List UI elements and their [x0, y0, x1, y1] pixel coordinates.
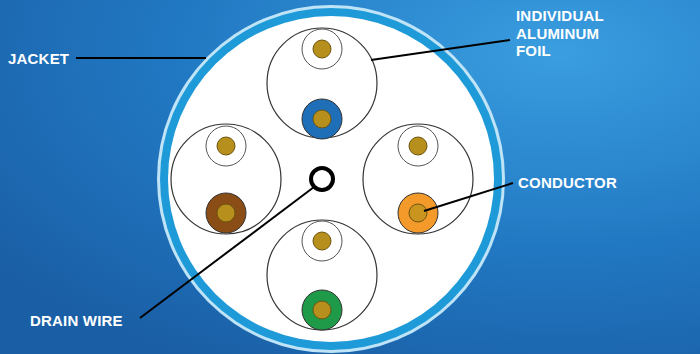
part-label: DRAIN WIRE — [30, 312, 123, 330]
conductor — [217, 137, 235, 155]
jacket — [160, 8, 502, 350]
leader-lines — [76, 40, 513, 318]
white-insulation — [206, 126, 246, 166]
blue-insulation — [302, 99, 342, 139]
leader-line — [371, 40, 510, 60]
pair-brown — [171, 124, 281, 234]
conductor — [313, 110, 331, 128]
pair-orange — [363, 124, 473, 234]
white-insulation — [398, 126, 438, 166]
drain-wire — [311, 168, 333, 190]
leader-line — [424, 183, 513, 211]
aluminum-foil — [171, 124, 281, 234]
pair-green — [267, 220, 377, 330]
jacket-outer-edge — [157, 5, 505, 353]
green-insulation — [302, 290, 342, 330]
conductor — [313, 40, 331, 58]
white-insulation — [302, 29, 342, 69]
conductor — [409, 204, 427, 222]
cable — [157, 5, 505, 353]
part-label: JACKET — [8, 50, 69, 68]
conductor — [217, 204, 235, 222]
cable-core — [168, 16, 494, 342]
conductor — [313, 232, 331, 250]
white-insulation — [302, 221, 342, 261]
orange-insulation — [398, 193, 438, 233]
leader-line — [76, 57, 206, 59]
conductor — [409, 137, 427, 155]
part-label: INDIVIDUAL ALUMINUM FOIL — [516, 7, 628, 60]
leader-line — [140, 187, 314, 318]
conductor — [313, 301, 331, 319]
aluminum-foil — [267, 28, 377, 138]
part-label: CONDUCTOR — [518, 174, 617, 192]
aluminum-foil — [267, 220, 377, 330]
aluminum-foil — [363, 124, 473, 234]
brown-insulation — [206, 193, 246, 233]
pair-blue — [267, 28, 377, 139]
